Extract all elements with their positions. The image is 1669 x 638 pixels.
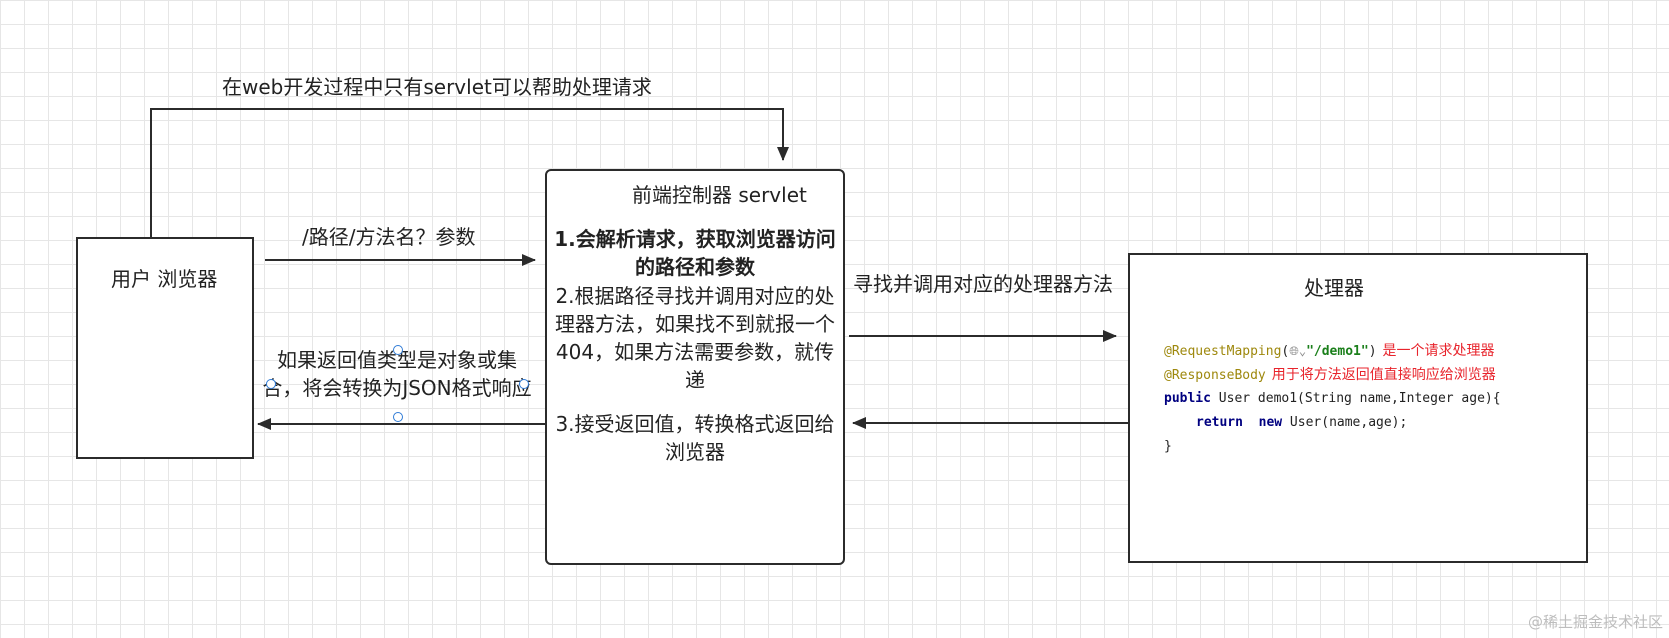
code-line-3: public User demo1(String name,Integer ag… [1164, 391, 1501, 406]
request-mapping-annotation: @RequestMapping [1164, 344, 1282, 359]
response-body-annotation: @ResponseBody [1164, 368, 1266, 383]
user-browser-box[interactable] [76, 237, 254, 459]
selection-handle-right[interactable] [519, 379, 529, 389]
code-line-1: @RequestMapping(🌐︎⌄"/demo1")是一个请求处理器 [1164, 343, 1495, 359]
code-line-5: } [1164, 439, 1172, 454]
request-mapping-comment: 是一个请求处理器 [1382, 343, 1495, 359]
handler-box[interactable] [1128, 253, 1588, 563]
handler-title: 处理器 [1304, 276, 1364, 300]
top-flow-label: 在web开发过程中只有servlet可以帮助处理请求 [222, 75, 652, 99]
watermark: @稀土掘金技术社区 [1527, 613, 1663, 631]
mapping-path-string: "/demo1" [1306, 344, 1369, 359]
selection-handle-left[interactable] [266, 379, 276, 389]
request-label: /路径/方法名？参数 [302, 225, 476, 249]
front-controller-title: 前端控制器 servlet [632, 183, 807, 207]
controller-step-3: 3.接受返回值，转换格式返回给浏览器 [555, 412, 835, 464]
response-label[interactable]: 如果返回值类型是对象或集合，将会转换为JSON格式响应 [262, 348, 532, 400]
response-body-comment: 用于将方法返回值直接响应给浏览器 [1271, 367, 1496, 383]
handler-code-snippet: @RequestMapping(🌐︎⌄"/demo1")是一个请求处理器 @Re… [1164, 339, 1501, 459]
selection-handle-top[interactable] [393, 345, 403, 355]
user-browser-label: 用户 浏览器 [111, 267, 218, 291]
code-line-4: return new User(name,age); [1196, 415, 1408, 430]
handler-call-label: 寻找并调用对应的处理器方法 [853, 272, 1113, 296]
globe-icon: 🌐︎⌄ [1289, 344, 1307, 358]
controller-step-1: 1.会解析请求，获取浏览器访问的路径和参数 [554, 227, 836, 279]
selection-handle-bottom[interactable] [393, 412, 403, 422]
code-line-2: @ResponseBody 用于将方法返回值直接响应给浏览器 [1164, 363, 1501, 387]
front-controller-box[interactable] [545, 169, 845, 565]
controller-step-2: 2.根据路径寻找并调用对应的处理器方法，如果找不到就报一个404，如果方法需要参… [555, 284, 835, 392]
